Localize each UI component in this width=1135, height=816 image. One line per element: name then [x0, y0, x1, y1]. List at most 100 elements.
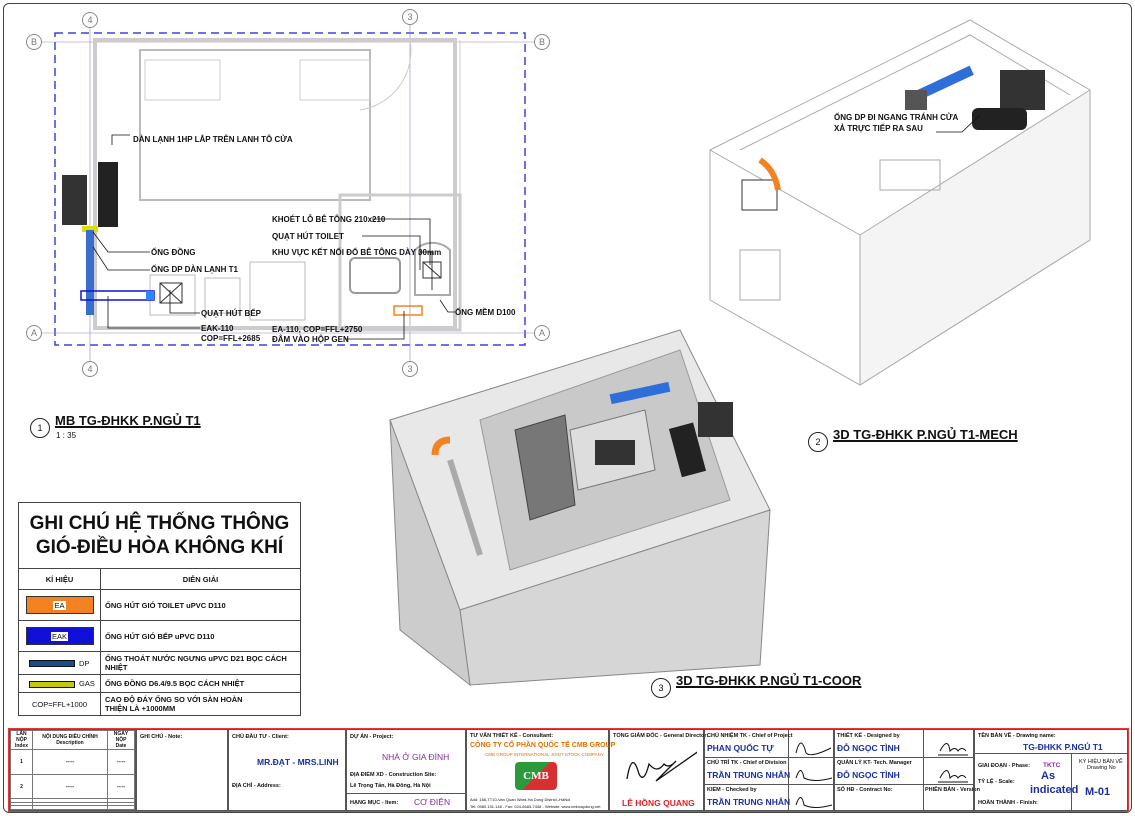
grid-bubble-4-bottom: 4 [82, 361, 98, 377]
label-khoet: KHOÉT LỖ BÊ TÔNG 210x210 [272, 215, 386, 224]
rev-h3: NGÀY NỘP [113, 731, 129, 743]
mech-note-line2: XẢ TRỰC TIẾP RA SAU [834, 124, 923, 133]
consultant-name: CÔNG TY CỔ PHẦN QUỐC TẾ CMB GROUP [470, 742, 616, 749]
drawing-name: TG-ĐHKK P.NGỦ T1 [1023, 742, 1103, 752]
phase-label: GIAI ĐOẠN - Phase: [978, 763, 1030, 769]
legend-desc-ea: ỐNG HÚT GIÓ TOILET uPVC D110 [100, 589, 301, 621]
view-number-1: 1 [30, 418, 50, 438]
sheet-frame [3, 3, 1132, 813]
label-khu-vuc: KHU VỰC KẾT NỐI ĐỔ BÊ TÔNG DÀY 30mm [272, 248, 442, 257]
grid-bubble-b-right: B [534, 34, 550, 50]
grid-bubble-a-left: A [26, 325, 42, 341]
mech-note-line1: ỐNG DP ĐI NGANG TRÁNH CỬA [834, 113, 959, 122]
designed-name: ĐỖ NGỌC TÌNH [837, 743, 900, 753]
label-cop-eak: COP=FFL+2685 [201, 334, 261, 343]
view-title-3: 3D TG-ĐHKK P.NGỦ T1-COOR [676, 673, 862, 688]
rev-1-date: ----- [107, 749, 135, 775]
scale-label: TỶ LỆ - Scale: [978, 779, 1015, 785]
checked-label: KIỂM - Checked by [707, 787, 757, 793]
division-label: CHỦ TRÌ TK - Chief of Division [707, 760, 787, 766]
checked-name: TRẦN TRUNG NHÂN [707, 797, 791, 807]
legend-symbol-gas: GAS [79, 679, 95, 688]
legend-row-eak: EAK ỐNG HÚT GIÓ BẾP uPVC D110 [18, 620, 301, 652]
legend-title-line2: GIÓ-ĐIỀU HÒA KHÔNG KHÍ [35, 536, 284, 558]
view-scale-1: 1 : 35 [56, 431, 77, 440]
grid-bubble-4-top: 4 [82, 12, 98, 28]
site-value: Lê Trọng Tấn, Hà Đông, Hà Nội [350, 783, 431, 789]
label-ong-mem: ỐNG MỀM D100 [455, 308, 516, 317]
signatures-chiefs [795, 742, 833, 808]
legend-header-desc: DIỄN GIẢI [100, 568, 301, 590]
finish-label: HOÀN THÀNH - Finish: [978, 800, 1038, 806]
legend-row-dp: DP ỐNG THOÁT NƯỚC NGƯNG uPVC D21 BỌC CÁCH… [18, 651, 301, 675]
legend-row-cop: COP=FFL+1000 CAO ĐỘ ĐÁY ỐNG SO VỚI SÀN HO… [18, 692, 301, 716]
contract-label: SỐ HĐ - Contract No: [837, 787, 893, 793]
client-name: MR.ĐẠT - MRS.LINH [257, 757, 339, 767]
label-eak: EAK-110 [201, 324, 234, 333]
drawing-no-label: KÝ HIỆU BẢN VẼ [1079, 759, 1123, 765]
legend-symbol-ea: EA [53, 600, 66, 610]
legend-desc-cop: CAO ĐỘ ĐÁY ỐNG SO VỚI SÀN HOÀN [105, 695, 243, 704]
label-ong-dp: ỐNG DP DÀN LẠNH T1 [151, 265, 238, 274]
label-dan-lanh: DÀN LẠNH 1HP LẮP TRÊN LANH TÔ CỬA [133, 135, 293, 144]
director-label: TỔNG GIÁM ĐỐC - General Director: [613, 733, 709, 739]
scale-value-1: As [1041, 770, 1056, 782]
client-label: CHỦ ĐẦU TƯ - Client: [232, 734, 289, 740]
label-quat-bep: QUẠT HÚT BẾP [201, 309, 261, 318]
legend-desc-dp: ỐNG THOÁT NƯỚC NGƯNG uPVC D21 BỌC CÁCH N… [100, 651, 301, 675]
project-label: DỰ ÁN - Project: [350, 734, 394, 740]
floor-plan-drawing [40, 25, 535, 362]
version-label: PHIÊN BẢN - Version [925, 787, 981, 793]
rev-h1b: Index [14, 743, 29, 749]
legend-table: GHI CHÚ HỆ THỐNG THÔNG GIÓ-ĐIỀU HÒA KHÔN… [18, 502, 301, 716]
view-title-1: MB TG-ĐHKK P.NGỦ T1 [55, 413, 201, 428]
grid-bubble-3-top: 3 [402, 9, 418, 25]
drawing-no-label-en: Drawing No [1087, 765, 1116, 771]
director-signature [626, 751, 697, 782]
item-label: HẠNG MỤC - Item: [350, 800, 399, 806]
legend-row-ea: EA ỐNG HÚT GIÓ TOILET uPVC D110 [18, 589, 301, 621]
rev-2-index: 2 [10, 773, 33, 800]
drawing-no: M-01 [1085, 786, 1111, 798]
drawing-name-label: TÊN BẢN VẼ - Drawing name: [978, 733, 1056, 739]
legend-symbol-cop: COP=FFL+1000 [18, 692, 101, 716]
legend-symbol-dp: DP [79, 658, 90, 668]
rev-h2b: Description [56, 740, 84, 746]
note-label: GHI CHÚ - Note: [140, 734, 183, 740]
rev-1-desc: ----- [32, 749, 108, 775]
director-name: LÊ HỒNG QUANG [622, 798, 695, 808]
3d-coor-drawing [389, 329, 771, 687]
consultant-name-en: CMB GROUP INTERNATIONAL JOINT STOCK COMP… [485, 752, 604, 757]
rev-2-date: ----- [107, 773, 135, 800]
signatures-designers [938, 743, 968, 783]
label-ong-dong: ỐNG ĐỒNG [151, 248, 196, 257]
label-quat-toilet: QUẠT HÚT TOILET [272, 232, 344, 241]
designed-label: THIẾT KẾ - Designed by [837, 733, 900, 739]
label-ea: EA-110, COP=FFL+2750 [272, 325, 363, 334]
manager-label: QUẢN LÝ KT- Tech. Manager [837, 760, 912, 766]
chief-label: CHỦ NHIỆM TK - Chief of Project [707, 733, 793, 739]
consultant-tel: Tel: 0980.191.148 - Fax: 024-6683-7448 -… [470, 804, 601, 809]
chief-name: PHAN QUỐC TỰ [707, 743, 774, 753]
scale-value-2: indicated [1030, 784, 1079, 796]
division-name: TRẦN TRUNG NHÂN [707, 770, 791, 780]
legend-title-line1: GHI CHÚ HỆ THỐNG THÔNG [29, 512, 290, 534]
rev-2-desc: ----- [32, 773, 108, 800]
project-name: NHÀ Ở GIA ĐÌNH [382, 752, 450, 762]
rev-h3b: Date [115, 743, 127, 749]
legend-desc-eak: ỐNG HÚT GIÓ BẾP uPVC D110 [100, 620, 301, 652]
item-value: CƠ ĐIỆN [414, 797, 451, 807]
legend-header-symbol: KÍ HIỆU [18, 568, 101, 590]
rev-1-index: 1 [10, 749, 33, 775]
site-label: ĐỊA ĐIỂM XD - Construction Site: [350, 772, 437, 778]
grid-bubble-3-bottom: 3 [402, 361, 418, 377]
3d-mech-drawing [709, 19, 1091, 386]
label-dam: ĐÂM VÀO HỘP GEN [272, 335, 349, 344]
address-label: ĐỊA CHỈ - Address: [232, 783, 281, 789]
legend-symbol-eak: EAK [50, 631, 68, 641]
cmb-logo: CMB [515, 762, 557, 790]
grid-bubble-b-left: B [26, 34, 42, 50]
